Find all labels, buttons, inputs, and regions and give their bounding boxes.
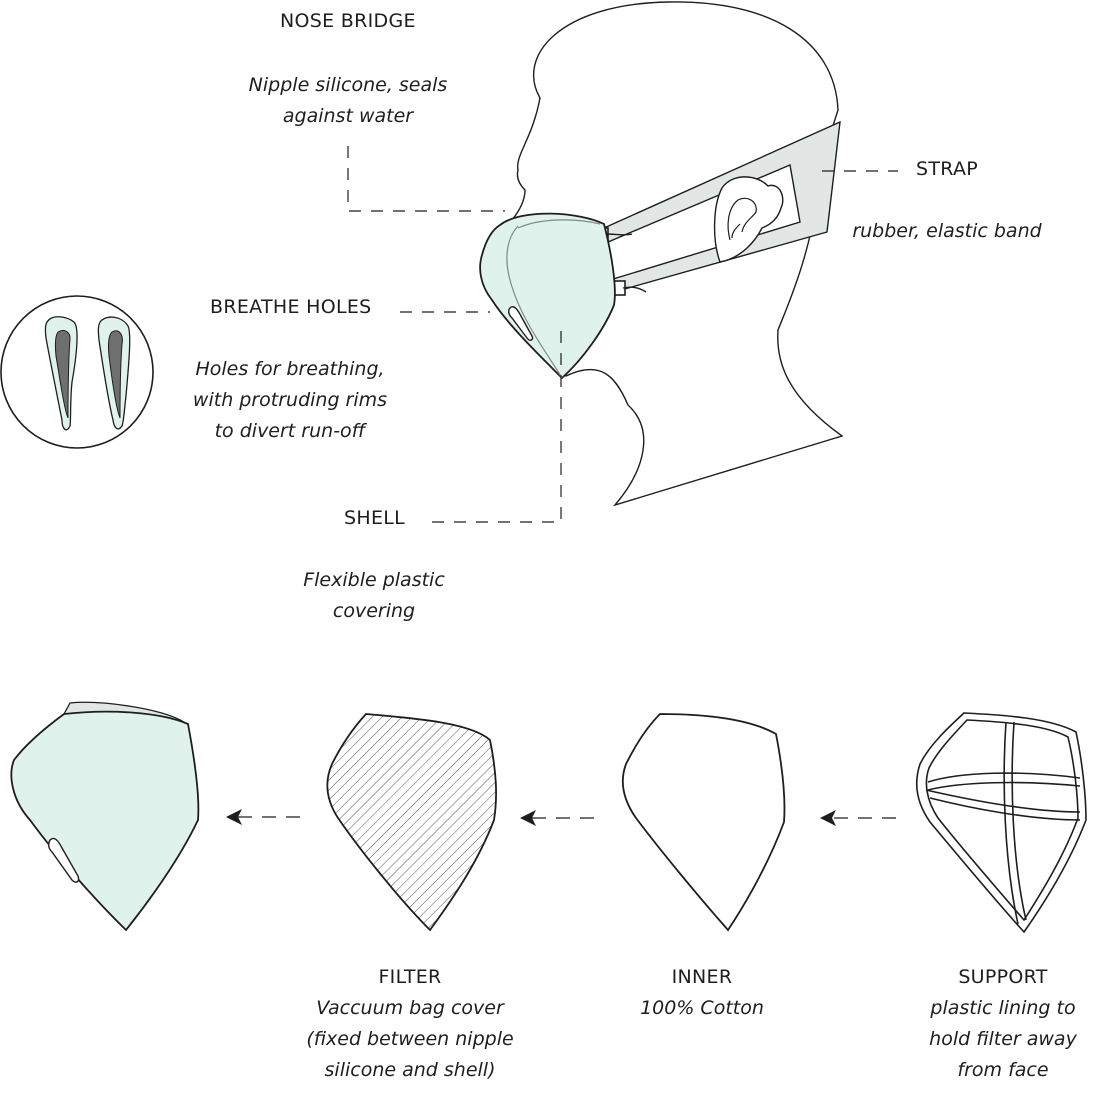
shell-desc-line: covering [332, 600, 416, 622]
breathe-holes-detail [0, 295, 154, 449]
support-desc-line: hold filter away [929, 1028, 1077, 1050]
arrow-left-icon [520, 810, 536, 826]
breathe-holes-desc-line: Holes for breathing, [195, 358, 385, 380]
shell-description: Flexible plastic covering [284, 565, 464, 627]
assembly-arrows [226, 809, 896, 826]
nose-bridge-description: Nipple silicone, seals against water [228, 70, 468, 132]
nose-bridge-seal [517, 219, 601, 229]
support-caption: SUPPORT plastic lining to hold filter aw… [908, 962, 1098, 1086]
strap-title: STRAP [916, 158, 979, 180]
ear-icon [713, 176, 784, 263]
strap-description: rubber, elastic band [840, 216, 1054, 247]
support-title: SUPPORT [958, 966, 1048, 988]
arrow-left-icon [226, 809, 242, 825]
breathe-holes-description: Holes for breathing, with protruding rim… [180, 354, 400, 447]
shell-desc-line: Flexible plastic [303, 569, 445, 591]
nose-bridge-desc-line: Nipple silicone, seals [248, 74, 448, 96]
breathe-holes-desc-line: to divert run-off [214, 420, 366, 442]
strap-desc-line: rubber, elastic band [852, 220, 1042, 242]
layer-inner [621, 713, 786, 932]
filter-desc-line: Vaccuum bag cover [316, 997, 504, 1019]
nose-bridge-leader [347, 146, 505, 212]
arrow-left-icon [820, 810, 836, 826]
layer-filter [326, 713, 497, 932]
nose-bridge-title: NOSE BRIDGE [280, 10, 416, 32]
shell-breathe-hole [47, 837, 80, 883]
filter-desc-line: (fixed between nipple [306, 1028, 514, 1050]
support-desc-line: from face [957, 1059, 1049, 1081]
worn-breathe-hole [507, 306, 534, 341]
filter-title: FILTER [378, 966, 442, 988]
inner-caption: INNER 100% Cotton [612, 962, 792, 1024]
inner-desc-line: 100% Cotton [640, 997, 764, 1019]
callout-lines [347, 146, 898, 523]
layer-shell [10, 701, 200, 932]
shell-title: SHELL [344, 507, 406, 529]
breathe-holes-title: BREATHE HOLES [210, 296, 372, 318]
worn-mask-shell [479, 212, 616, 380]
nose-bridge-desc-line: against water [282, 105, 414, 127]
layer-support [916, 712, 1087, 934]
inner-layer-edge [506, 225, 563, 379]
inner-title: INNER [671, 966, 733, 988]
filter-caption: FILTER Vaccuum bag cover (fixed between … [290, 962, 530, 1086]
filter-desc-line: silicone and shell) [324, 1059, 496, 1081]
support-desc-line: plastic lining to [930, 997, 1076, 1019]
head-outline [511, 1, 844, 507]
breathe-holes-desc-line: with protruding rims [192, 389, 388, 411]
